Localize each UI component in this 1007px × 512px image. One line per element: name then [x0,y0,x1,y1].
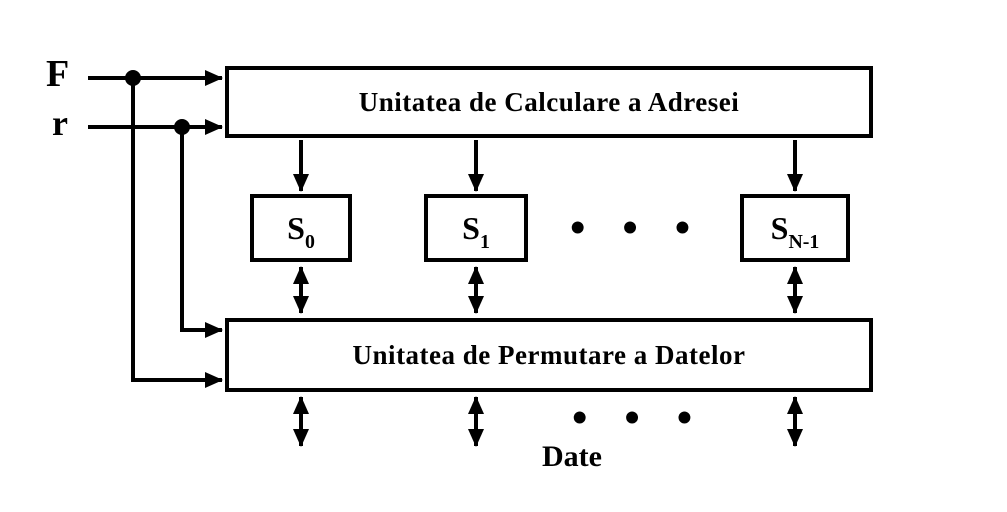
s-box-n-1: SN-1 [740,194,850,262]
address-calculation-unit-label: Unitatea de Calculare a Adresei [358,86,740,117]
s-box-0: S0 [250,194,352,262]
r-branch-wire [180,127,223,338]
ellipsis-dots-bottom: • • • [572,393,693,442]
data-permutation-unit-box: Unitatea de Permutare a Datelor [225,318,873,392]
input-label-f: F [46,53,70,95]
date-label: Date [542,440,602,473]
data-permutation-unit-label: Unitatea de Permutare a Datelor [352,339,746,370]
s-box-1-label: S1 [462,209,490,253]
input-label-r: r [52,103,68,143]
s-box-n-1-label: SN-1 [770,209,820,253]
ellipsis-dots-mid: • • • [570,203,691,252]
s-box-1: S1 [424,194,528,262]
f-branch-wire [131,78,223,388]
s-box-0-label: S0 [287,209,315,253]
address-calculation-unit-box: Unitatea de Calculare a Adresei [225,66,873,138]
